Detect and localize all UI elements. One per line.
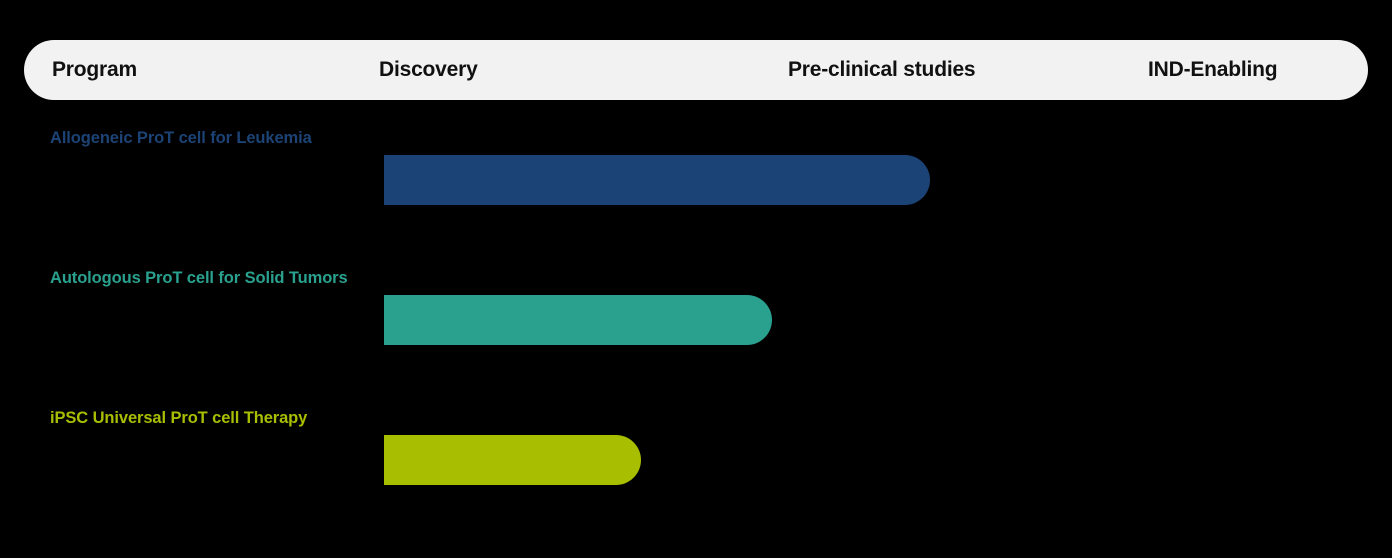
column-header-program: Program <box>52 58 137 81</box>
column-header-discovery: Discovery <box>379 58 478 81</box>
pipeline-row: Autologous ProT cell for Solid Tumors <box>0 256 1392 396</box>
progress-bar <box>384 295 772 345</box>
pipeline-row: iPSC Universal ProT cell Therapy <box>0 396 1392 536</box>
progress-track <box>384 435 1368 485</box>
progress-bar <box>384 435 641 485</box>
program-label: Allogeneic ProT cell for Leukemia <box>50 129 312 147</box>
column-header-ind-enabling: IND-Enabling <box>1148 58 1278 81</box>
column-header-preclinical: Pre-clinical studies <box>788 58 976 81</box>
program-label: iPSC Universal ProT cell Therapy <box>50 409 308 427</box>
pipeline-header: Program Discovery Pre-clinical studies I… <box>24 40 1368 100</box>
progress-bar <box>384 155 931 205</box>
pipeline-row: Allogeneic ProT cell for Leukemia <box>0 116 1392 256</box>
progress-track <box>384 295 1368 345</box>
program-label: Autologous ProT cell for Solid Tumors <box>50 269 348 287</box>
progress-track <box>384 155 1368 205</box>
